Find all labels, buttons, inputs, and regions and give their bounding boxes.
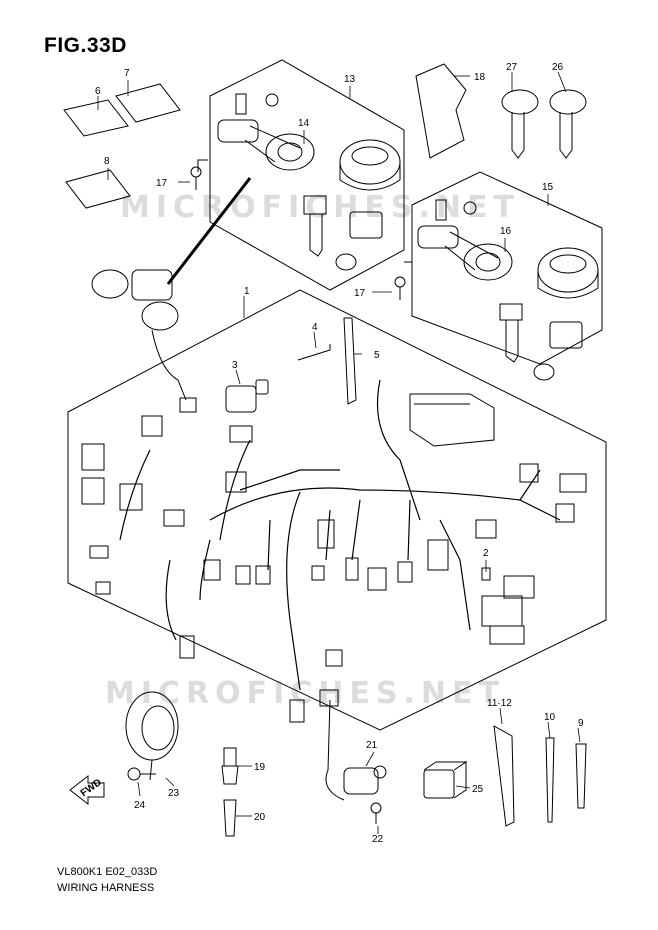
tie-11-12 (493, 725, 515, 827)
fwd-arrow (69, 774, 105, 806)
key-26 (549, 89, 587, 159)
callout-16: 16 (500, 226, 512, 237)
callout-23: 23 (168, 788, 180, 799)
figure-caption: WIRING HARNESS (57, 882, 155, 894)
callout-15: 15 (542, 182, 554, 193)
bolt-22 (370, 802, 382, 824)
callout-1: 1 (244, 286, 250, 297)
label-plate-8 (65, 169, 131, 209)
leader-lines (97, 71, 581, 834)
callout-27: 27 (506, 62, 518, 73)
lock-cylinder-15 (533, 363, 555, 381)
callout-3: 3 (232, 360, 238, 371)
callout-19: 19 (254, 762, 266, 773)
callout-11-12: 11·12 (487, 698, 512, 709)
callout-9: 9 (578, 718, 584, 729)
clamp-4 (297, 344, 331, 361)
lock-block-15 (549, 321, 583, 349)
callout-2: 2 (483, 548, 489, 559)
lock-cap-15 (537, 247, 599, 299)
switch-19 (221, 747, 239, 785)
bolt-24 (127, 767, 156, 781)
callout-10: 10 (544, 712, 556, 723)
callout-24: 24 (134, 800, 146, 811)
group-box-15 (411, 171, 603, 365)
callout-14: 14 (298, 118, 310, 129)
bolt-17-b (394, 276, 406, 300)
callout-20: 20 (254, 812, 266, 823)
ignition-switch-installed (91, 269, 197, 413)
callout-8: 8 (104, 156, 110, 167)
callout-17-a: 17 (156, 178, 168, 189)
ignition-switch-16 (417, 199, 523, 363)
harness-connectors (81, 415, 587, 723)
callout-25: 25 (472, 784, 484, 795)
connector-block-large (409, 393, 495, 447)
bracket-18 (415, 63, 467, 159)
tie-9 (575, 743, 587, 809)
bolt-17-a (190, 166, 202, 190)
key-27 (501, 89, 539, 159)
label-plate-6 (63, 99, 129, 137)
main-harness (119, 379, 561, 691)
group-box-1 (67, 289, 607, 731)
callout-21: 21 (366, 740, 378, 751)
relay-25 (423, 761, 468, 799)
group-box-13 (209, 59, 405, 291)
callout-labels: 1 2 3 4 5 6 7 9 10 11·12 8 13 14 15 16 1… (79, 62, 584, 845)
lock-block-13 (349, 211, 383, 239)
lock-cap-13 (339, 139, 401, 191)
horn-23 (125, 691, 179, 781)
ignition-switch-13 (217, 93, 327, 257)
model-code: VL800K1 E02_033D (57, 866, 158, 878)
callout-4: 4 (312, 322, 318, 333)
label-plate-7 (115, 83, 181, 123)
leader-13 (166, 177, 252, 285)
callout-26: 26 (552, 62, 564, 73)
callout-17-b: 17 (354, 288, 366, 299)
callout-6: 6 (95, 86, 101, 97)
callout-5: 5 (374, 350, 380, 361)
callout-7: 7 (124, 68, 130, 79)
tie-10 (545, 737, 555, 823)
callout-22: 22 (372, 834, 384, 845)
tie-5 (343, 317, 357, 405)
sensor-20 (223, 799, 237, 837)
fuse-box-2 (481, 567, 535, 645)
callout-18: 18 (474, 72, 486, 83)
lock-cylinder-13 (335, 253, 357, 271)
sensor-21 (325, 699, 387, 801)
callout-13: 13 (344, 74, 356, 85)
connector-3 (225, 379, 269, 413)
figure-title: FIG.33D (44, 34, 127, 57)
